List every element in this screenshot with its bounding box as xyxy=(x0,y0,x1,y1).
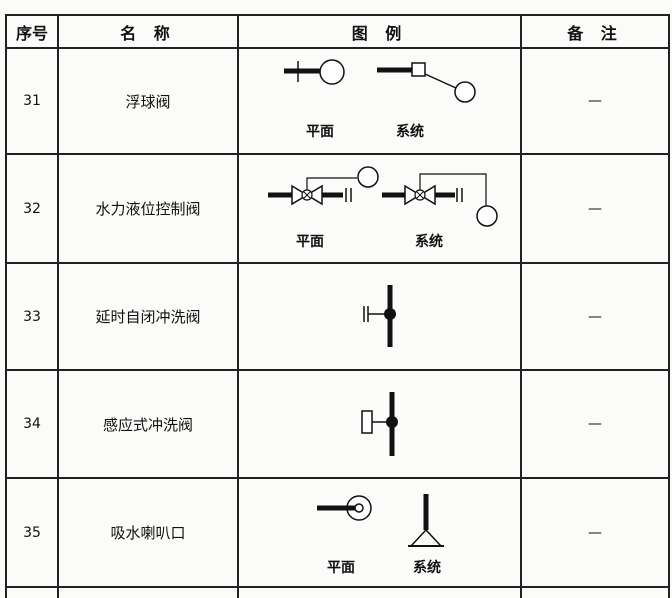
column-divider xyxy=(57,14,59,598)
header-legend: 图 例 xyxy=(351,23,408,43)
row-name: 水力液位控制阀 xyxy=(95,200,201,218)
row-divider xyxy=(6,586,670,588)
row-name: 延时自闭冲洗阀 xyxy=(95,308,201,326)
row-remark: — xyxy=(588,524,602,541)
legend-label-plan: 平面 xyxy=(296,234,324,250)
row-number: 32 xyxy=(23,200,41,217)
hydraulic-level-valve-system-icon xyxy=(382,173,498,227)
row-remark: — xyxy=(588,308,602,325)
suction-bellmouth-system-icon xyxy=(408,494,444,547)
legend-label-system: 系统 xyxy=(415,233,443,250)
row-number: 34 xyxy=(23,416,41,432)
legend-label-system: 系统 xyxy=(396,123,424,140)
column-divider xyxy=(668,14,670,598)
legend-label-plan: 平面 xyxy=(327,560,355,576)
row-name: 吸水喇叭口 xyxy=(110,524,186,542)
legend-label-plan: 平面 xyxy=(306,124,334,140)
row-remark: — xyxy=(588,93,602,109)
row-name: 感应式冲洗阀 xyxy=(102,415,193,434)
float-valve-plan-icon xyxy=(284,59,345,85)
row-name: 浮球阀 xyxy=(125,92,171,111)
row-divider xyxy=(6,153,670,155)
row-remark: — xyxy=(588,416,602,432)
row-divider xyxy=(6,262,670,264)
hydraulic-level-valve-plan-icon xyxy=(268,166,379,206)
header-no: 序号 xyxy=(15,23,48,43)
float-valve-system-icon xyxy=(377,62,476,103)
table-border-top xyxy=(6,14,670,16)
header-remark: 备 注 xyxy=(567,23,623,43)
row-number: 31 xyxy=(23,93,41,109)
row-number: 33 xyxy=(23,308,41,325)
column-divider xyxy=(520,14,522,598)
row-remark: — xyxy=(588,200,602,217)
header-divider xyxy=(6,47,670,49)
row-number: 35 xyxy=(23,524,41,541)
suction-bellmouth-plan-icon xyxy=(317,495,372,521)
header-name: 名 称 xyxy=(120,23,176,43)
column-divider xyxy=(237,14,239,598)
column-divider xyxy=(5,14,7,598)
sensor-flush-valve-icon xyxy=(361,392,398,456)
row-divider xyxy=(6,477,670,479)
row-divider xyxy=(6,369,670,371)
delay-flush-valve-icon xyxy=(363,285,396,347)
legend-label-system: 系统 xyxy=(413,559,441,576)
